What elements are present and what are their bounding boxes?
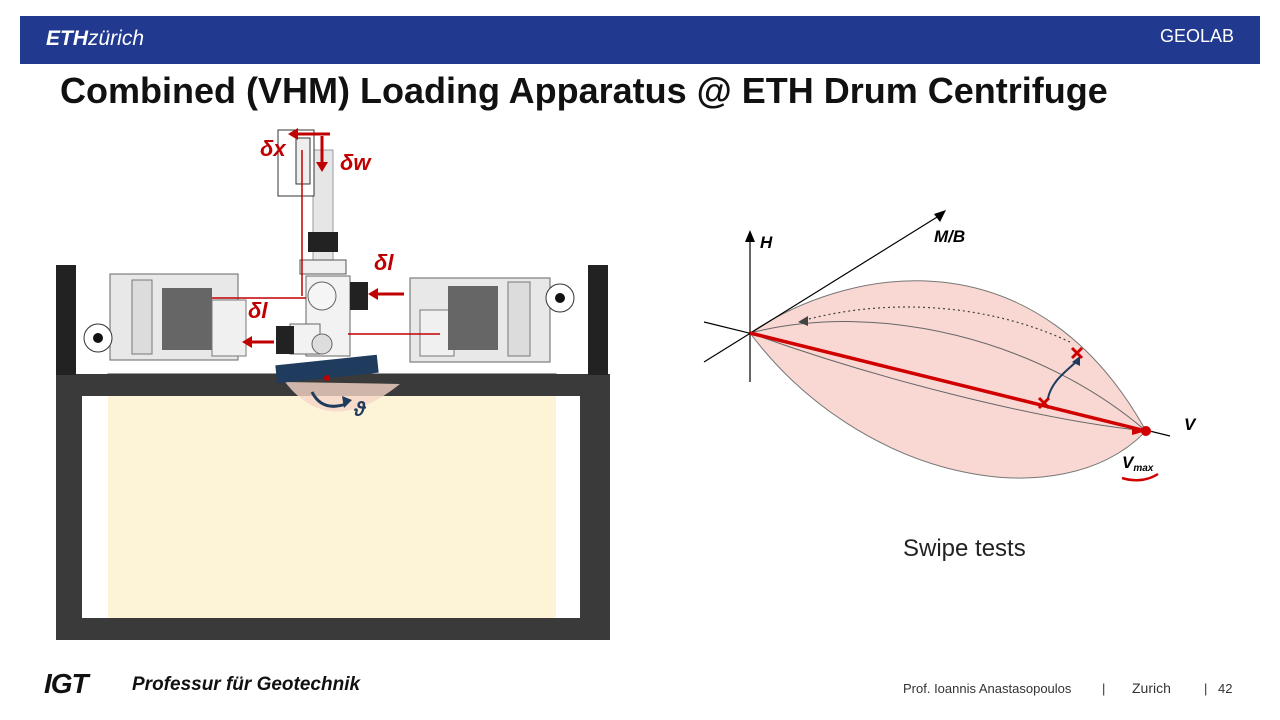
box-bottom (56, 618, 610, 640)
post-left (56, 265, 76, 375)
label-dx: δx (260, 136, 286, 161)
footer-city: Zurich (1132, 680, 1171, 696)
swipe-tests-caption: Swipe tests (903, 535, 1026, 562)
header-bar (20, 16, 1260, 64)
footer-separator: | (1204, 681, 1208, 696)
footing (275, 354, 379, 384)
label-theta: ϑ (353, 399, 367, 421)
rotation-arrow (310, 391, 347, 408)
page-number: 42 (1218, 681, 1233, 696)
label-dl-right: δl (374, 250, 394, 275)
mb-axis (703, 213, 943, 363)
svg-text:IGT: IGT (44, 670, 92, 696)
igt-logo: IGT (44, 670, 93, 696)
label-mb-axis: M/B (934, 227, 965, 246)
footer-separator: | (1102, 681, 1106, 696)
vhm-apparatus-diagram: δx δw δl δl ϑ (56, 128, 610, 640)
professur-label: Professur für Geotechnik (132, 674, 361, 695)
header-underline (47, 64, 1234, 80)
label-v-axis: V (1184, 415, 1197, 434)
label-dl-left: δl (248, 298, 268, 323)
loading-path (749, 331, 1147, 433)
geolab-label: GEOLAB (1160, 26, 1235, 46)
label-dw: δw (340, 150, 372, 175)
post-right (588, 265, 608, 375)
failure-envelope (749, 280, 1147, 479)
slide-title: Combined (VHM) Loading Apparatus @ ETH D… (60, 70, 1108, 111)
eth-zurich-logo: ETHzürich (46, 27, 145, 50)
vhm-envelope-plot: H M/B V Vmax (703, 210, 1197, 482)
footer-author: Prof. Ioannis Anastasopoulos (903, 681, 1072, 696)
label-h-axis: H (760, 233, 773, 252)
label-vmax: Vmax (1122, 453, 1154, 474)
